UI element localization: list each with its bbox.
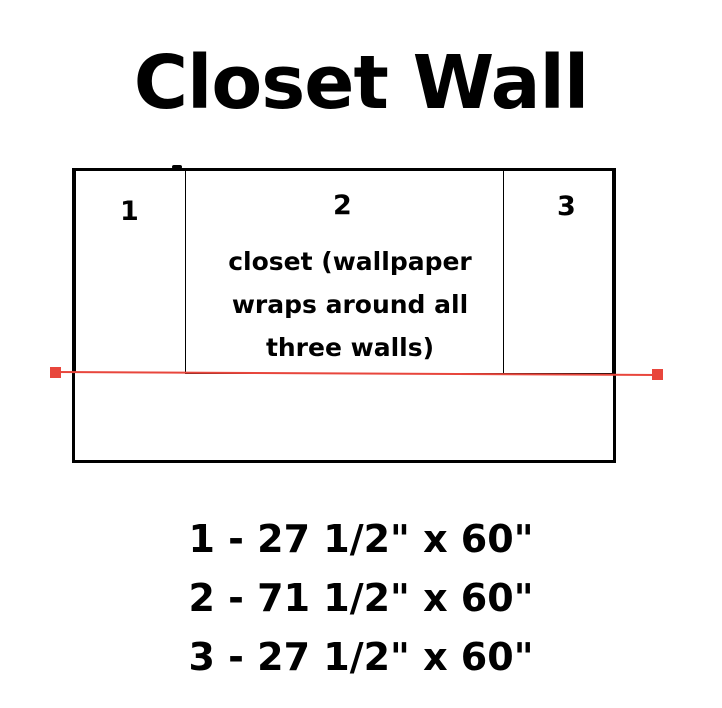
dimension-item: 3 - 27 1/2" x 60"	[188, 635, 534, 679]
wall-outline	[72, 168, 616, 463]
measurement-handle-right	[652, 369, 663, 380]
panel-3-label: 3	[557, 191, 576, 222]
dimension-item: 1 - 27 1/2" x 60"	[188, 517, 534, 561]
wall-top-mark	[172, 165, 182, 169]
panel-2-description: closet (wallpaper wraps around all three…	[228, 247, 472, 362]
panel-2-label: 2	[333, 190, 352, 221]
dimension-list: 1 - 27 1/2" x 60" 2 - 71 1/2" x 60" 3 - …	[0, 510, 722, 687]
dimension-item: 2 - 71 1/2" x 60"	[188, 576, 534, 620]
diagram-title: Closet Wall	[133, 40, 590, 126]
panel-1-label: 1	[120, 196, 139, 227]
panel-3	[503, 170, 613, 374]
measurement-line-stroke	[55, 371, 659, 376]
measurement-handle-left	[50, 367, 61, 378]
